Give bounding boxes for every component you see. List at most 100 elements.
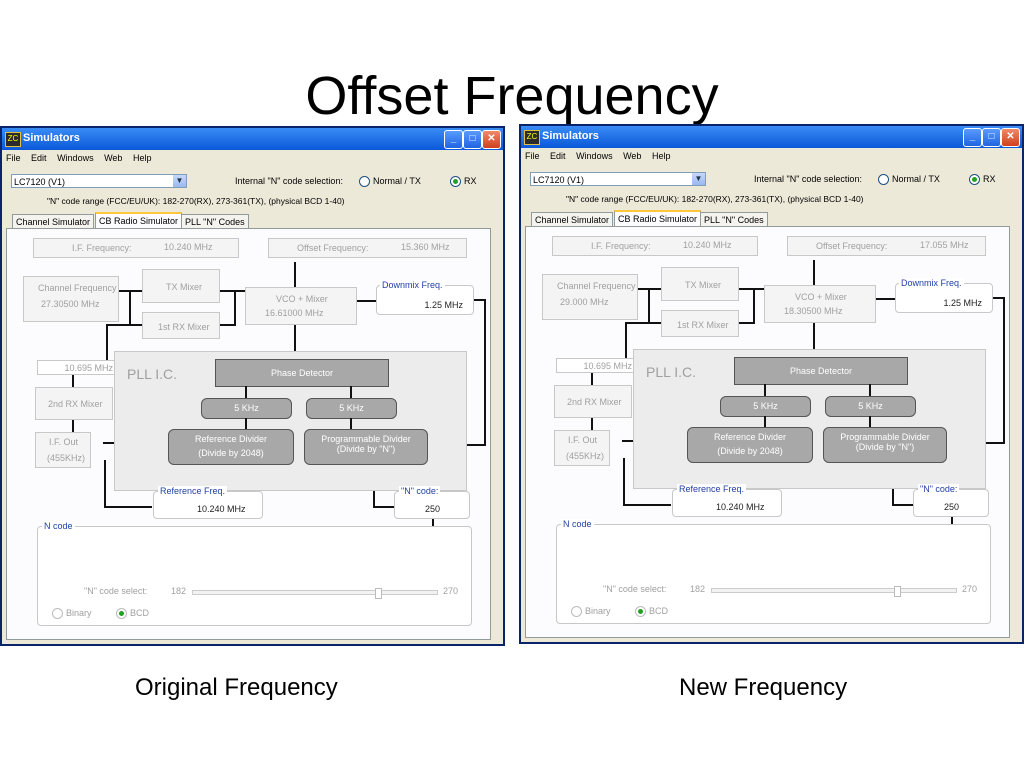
- ref-divider-sub: (Divide by 2048): [198, 448, 264, 458]
- n-code-select-label: "N" code select:: [84, 586, 148, 596]
- if-frequency-display: I.F. Frequency: 10.240 MHz: [552, 236, 758, 256]
- device-select[interactable]: LC7120 (V1) ▼: [11, 174, 187, 188]
- device-select-value: LC7120 (V1): [533, 175, 585, 185]
- radio-selected-icon: [116, 608, 127, 620]
- radio-icon: [52, 608, 63, 620]
- menu-file[interactable]: File: [6, 153, 21, 163]
- minimize-button[interactable]: _: [444, 130, 463, 149]
- slider-thumb[interactable]: [894, 586, 901, 597]
- radio-selected-icon: [450, 176, 461, 188]
- device-select[interactable]: LC7120 (V1) ▼: [530, 172, 706, 186]
- radio-normal-tx[interactable]: Normal / TX: [878, 174, 940, 186]
- second-rx-mixer-label: 2nd RX Mixer: [567, 397, 622, 407]
- n-code-group-label: N code: [561, 519, 594, 529]
- n-code-selection-label: Internal "N" code selection:: [754, 174, 862, 184]
- menu-edit[interactable]: Edit: [550, 151, 566, 161]
- phase-detector-box: Phase Detector: [734, 357, 908, 385]
- window-titlebar[interactable]: ZC Simulators _ □ ✕: [521, 126, 1022, 148]
- khz-left-box: 5 KHz: [720, 396, 811, 417]
- if-frequency-label: I.F. Frequency:: [72, 243, 132, 253]
- tx-mixer-box: TX Mixer: [661, 267, 739, 301]
- menu-bar: File Edit Windows Web Help: [2, 150, 503, 166]
- simulator-window-new: ZC Simulators _ □ ✕ File Edit Windows We…: [519, 124, 1024, 644]
- second-rx-mixer-label: 2nd RX Mixer: [48, 399, 103, 409]
- radio-bcd[interactable]: BCD: [116, 608, 149, 620]
- n-code-selection-label: Internal "N" code selection:: [235, 176, 343, 186]
- n-code-slider[interactable]: [711, 586, 957, 597]
- vco-mixer-label: VCO + Mixer: [276, 294, 328, 304]
- radio-bcd[interactable]: BCD: [635, 606, 668, 618]
- menu-help[interactable]: Help: [132, 153, 152, 163]
- menu-windows[interactable]: Windows: [576, 151, 613, 161]
- radio-normal-tx[interactable]: Normal / TX: [359, 176, 421, 188]
- tab-pll-n-codes[interactable]: PLL "N" Codes: [181, 214, 249, 229]
- slider-max: 270: [443, 586, 459, 596]
- close-button[interactable]: ✕: [1001, 128, 1020, 147]
- radio-icon: [878, 174, 889, 186]
- n-code-slider[interactable]: [192, 588, 438, 599]
- prog-divider-label: Programmable Divider: [840, 432, 930, 442]
- tab-channel-simulator[interactable]: Channel Simulator: [12, 214, 95, 229]
- if-out-label: I.F. Out: [49, 437, 79, 447]
- reference-freq-label: Reference Freq.: [677, 484, 747, 494]
- chevron-down-icon[interactable]: ▼: [692, 173, 705, 185]
- tab-pll-n-codes[interactable]: PLL "N" Codes: [700, 212, 768, 227]
- simulator-window-original: ZC Simulators _ □ ✕ File Edit Windows We…: [0, 126, 505, 646]
- if-out-box: I.F. Out (455KHz): [554, 430, 610, 466]
- menu-web[interactable]: Web: [623, 151, 642, 161]
- channel-frequency-value: 29.000 MHz: [560, 297, 609, 307]
- window-titlebar[interactable]: ZC Simulators _ □ ✕: [2, 128, 503, 150]
- menu-help[interactable]: Help: [651, 151, 671, 161]
- menu-edit[interactable]: Edit: [31, 153, 47, 163]
- downmix-frame: Downmix Freq. 1.25 MHz: [895, 278, 993, 313]
- menu-web[interactable]: Web: [104, 153, 123, 163]
- slider-max: 270: [962, 584, 978, 594]
- radio-normal-tx-label: Normal / TX: [892, 174, 940, 184]
- n-code-frame: "N" code: 250: [913, 484, 989, 517]
- maximize-button[interactable]: □: [982, 128, 1001, 147]
- reference-divider-box: Reference Divider (Divide by 2048): [687, 427, 813, 463]
- if-frequency-value: 10.240 MHz: [683, 240, 732, 250]
- first-rx-mixer-label: 1st RX Mixer: [158, 322, 210, 332]
- app-icon: ZC: [5, 132, 21, 147]
- chevron-down-icon[interactable]: ▼: [173, 175, 186, 187]
- slider-min: 182: [690, 584, 706, 594]
- downmix-frame: Downmix Freq. 1.25 MHz: [376, 280, 474, 315]
- menu-file[interactable]: File: [525, 151, 540, 161]
- if-out-box: I.F. Out (455KHz): [35, 432, 91, 468]
- downmix-value: 1.25 MHz: [943, 298, 982, 308]
- reference-freq-label: Reference Freq.: [158, 486, 228, 496]
- close-button[interactable]: ✕: [482, 130, 501, 149]
- if-10695-box: 10.695 MHz: [37, 360, 118, 375]
- app-icon: ZC: [524, 130, 540, 145]
- reference-freq-value: 10.240 MHz: [716, 502, 765, 512]
- if-10695-value: 10.695 MHz: [583, 361, 632, 371]
- maximize-button[interactable]: □: [463, 130, 482, 149]
- khz-right-box: 5 KHz: [306, 398, 397, 419]
- caption-new-frequency: New Frequency: [679, 674, 848, 701]
- menu-bar: File Edit Windows Web Help: [521, 148, 1022, 164]
- vco-value: 18.30500 MHz: [784, 306, 843, 316]
- slider-thumb[interactable]: [375, 588, 382, 599]
- khz-left-box: 5 KHz: [201, 398, 292, 419]
- tab-channel-simulator[interactable]: Channel Simulator: [531, 212, 614, 227]
- radio-binary[interactable]: Binary: [52, 608, 92, 620]
- vco-mixer-box: VCO + Mixer 18.30500 MHz: [764, 285, 876, 323]
- prog-divider-sub: (Divide by "N"): [336, 444, 396, 454]
- binary-label: Binary: [585, 606, 611, 616]
- second-rx-mixer-box: 2nd RX Mixer: [35, 387, 113, 420]
- radio-binary[interactable]: Binary: [571, 606, 611, 618]
- prog-divider-sub: (Divide by "N"): [855, 442, 915, 452]
- minimize-button[interactable]: _: [963, 128, 982, 147]
- if-out-freq: (455KHz): [566, 451, 605, 461]
- ref-divider-label: Reference Divider: [194, 434, 268, 444]
- downmix-label: Downmix Freq.: [899, 278, 964, 288]
- radio-rx[interactable]: RX: [969, 174, 996, 186]
- pll-ic-label: PLL I.C.: [646, 364, 697, 380]
- first-rx-mixer-box: 1st RX Mixer: [661, 310, 739, 337]
- n-code-label: "N" code:: [918, 484, 960, 494]
- radio-rx[interactable]: RX: [450, 176, 477, 188]
- downmix-value: 1.25 MHz: [424, 300, 463, 310]
- menu-windows[interactable]: Windows: [57, 153, 94, 163]
- if-frequency-label: I.F. Frequency:: [591, 241, 651, 251]
